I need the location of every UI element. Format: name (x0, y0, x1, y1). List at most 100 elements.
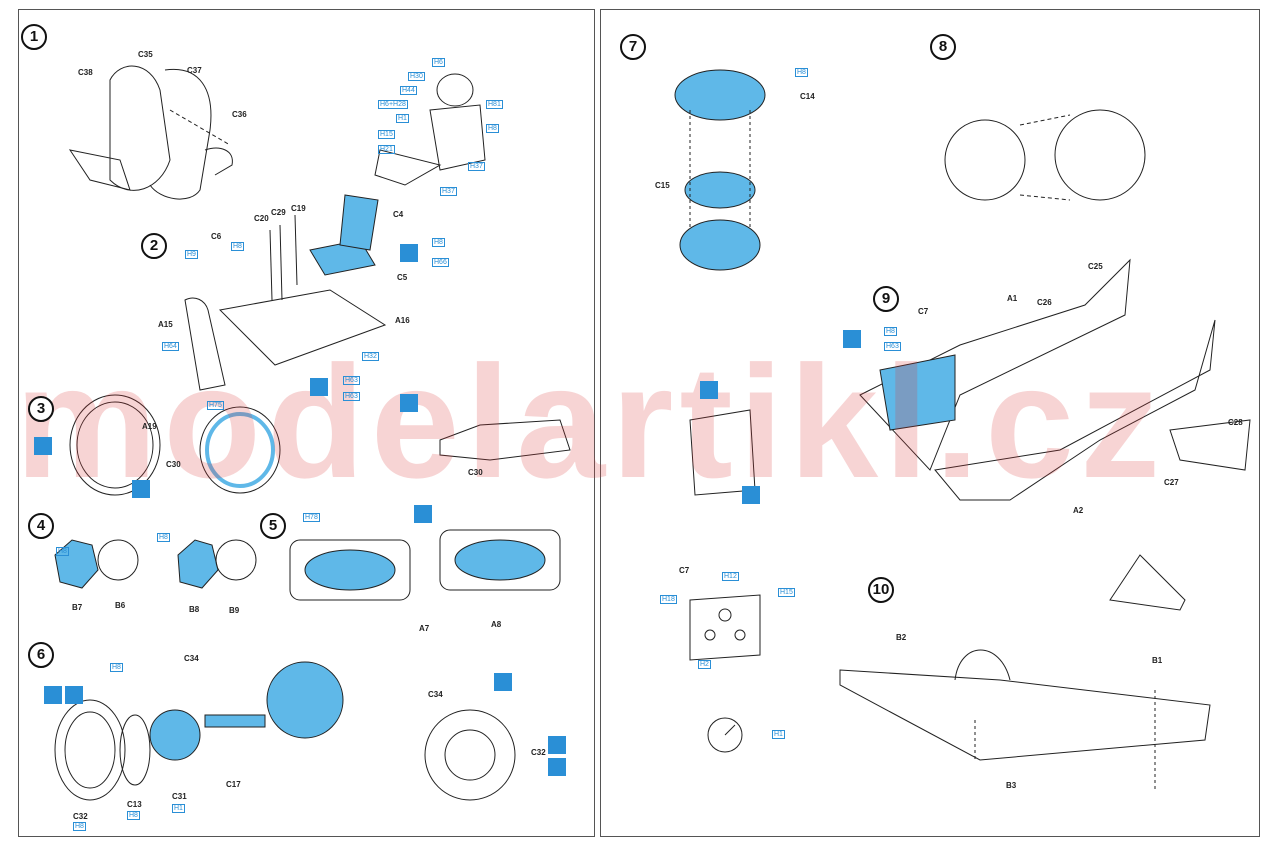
color-code: H15 (778, 588, 795, 597)
color-code: H8 (231, 242, 244, 251)
part-label: C13 (127, 800, 142, 809)
part-label: C28 (1228, 418, 1243, 427)
color-code: H12 (722, 572, 739, 581)
part-label: B1 (1152, 656, 1163, 665)
attach-icon (310, 378, 328, 396)
watermark: modelartikl.cz (15, 332, 1167, 511)
color-code: H75 (207, 401, 224, 410)
step-ref-icon (548, 758, 566, 776)
part-label: C5 (397, 273, 408, 282)
engine-8 (944, 109, 1146, 201)
part-label: A7 (419, 624, 430, 633)
part-label: C36 (232, 110, 247, 119)
color-code: H1 (172, 804, 185, 813)
step-number-7: 7 (620, 34, 646, 60)
part-label: C19 (291, 204, 306, 213)
part-label: C20 (254, 214, 269, 223)
step-number-9: 9 (873, 286, 899, 312)
part-label: A15 (158, 320, 173, 329)
part-label: A8 (491, 620, 502, 629)
seat-drawing (68, 65, 233, 200)
color-code: H8 (110, 663, 123, 672)
color-code: H15 (378, 130, 395, 139)
color-code: H78 (303, 513, 320, 522)
part-label: C7 (918, 307, 929, 316)
color-code: H1 (772, 730, 785, 739)
color-code: H63 (343, 376, 360, 385)
wing-10 (839, 554, 1211, 790)
part-label: C30 (468, 468, 483, 477)
pilot-figure (374, 73, 486, 186)
color-code: H8 (157, 533, 170, 542)
color-code: H44 (400, 86, 417, 95)
attach-icon (548, 736, 566, 754)
part-label: B9 (229, 606, 240, 615)
color-code: H8 (486, 124, 499, 133)
color-code: H8 (432, 238, 445, 247)
cockpit-floor (184, 194, 387, 391)
part-label: C38 (78, 68, 93, 77)
part-label: B3 (1006, 781, 1017, 790)
color-code: H9 (185, 250, 198, 259)
part-label: C31 (172, 792, 187, 801)
color-code: H64 (162, 342, 179, 351)
engine-halves (54, 539, 257, 589)
part-label: C32 (531, 748, 546, 757)
instrument-panel (689, 594, 761, 753)
part-label: A1 (1007, 294, 1018, 303)
part-label: B2 (896, 633, 907, 642)
paint-brush-icon (414, 505, 432, 523)
color-code: H8 (795, 68, 808, 77)
part-label: C34 (184, 654, 199, 663)
part-label: C37 (187, 66, 202, 75)
part-label: B6 (115, 601, 126, 610)
color-code: H37 (468, 162, 485, 171)
part-label: C25 (1088, 262, 1103, 271)
step-ref-icon (65, 686, 83, 704)
part-label: C35 (138, 50, 153, 59)
color-code: H1 (396, 114, 409, 123)
paint-brush-icon (400, 394, 418, 412)
color-code: H30 (408, 72, 425, 81)
color-code: H32 (362, 352, 379, 361)
color-code: H6 (432, 58, 445, 67)
color-code: H63 (343, 392, 360, 401)
glue-icon (34, 437, 52, 455)
step-number-5: 5 (260, 513, 286, 539)
attach-icon (44, 686, 62, 704)
step-number-6: 6 (28, 642, 54, 668)
part-label: C4 (393, 210, 404, 219)
cowl-rings (69, 394, 571, 496)
part-label: C32 (73, 812, 88, 821)
attach-icon (400, 244, 418, 262)
part-label: C17 (226, 780, 241, 789)
color-code: H37 (440, 187, 457, 196)
part-label: C14 (800, 92, 815, 101)
part-label: A2 (1073, 506, 1084, 515)
step-number-8: 8 (930, 34, 956, 60)
color-code: H6+H28 (378, 100, 408, 109)
step-number-10: 10 (868, 577, 894, 603)
color-code: H63 (884, 342, 901, 351)
color-code: H8 (884, 327, 897, 336)
color-code: H21 (378, 145, 395, 154)
part-label: C15 (655, 181, 670, 190)
part-label: A19 (142, 422, 157, 431)
color-code: H8 (73, 822, 86, 831)
color-code: H66 (432, 258, 449, 267)
paint-brush-icon (494, 673, 512, 691)
glue-icon (132, 480, 150, 498)
fuselage-9 (859, 258, 1251, 501)
color-code: H18 (660, 595, 677, 604)
part-label: A16 (395, 316, 410, 325)
paint-brush-icon (700, 381, 718, 399)
color-code: H8 (127, 811, 140, 820)
step-number-4: 4 (28, 513, 54, 539)
part-label: B7 (72, 603, 83, 612)
part-label: C30 (166, 460, 181, 469)
color-code: H8 (56, 547, 69, 556)
attach-icon (843, 330, 861, 348)
part-label: C6 (211, 232, 222, 241)
step-number-1: 1 (21, 24, 47, 50)
part-label: C7 (679, 566, 690, 575)
